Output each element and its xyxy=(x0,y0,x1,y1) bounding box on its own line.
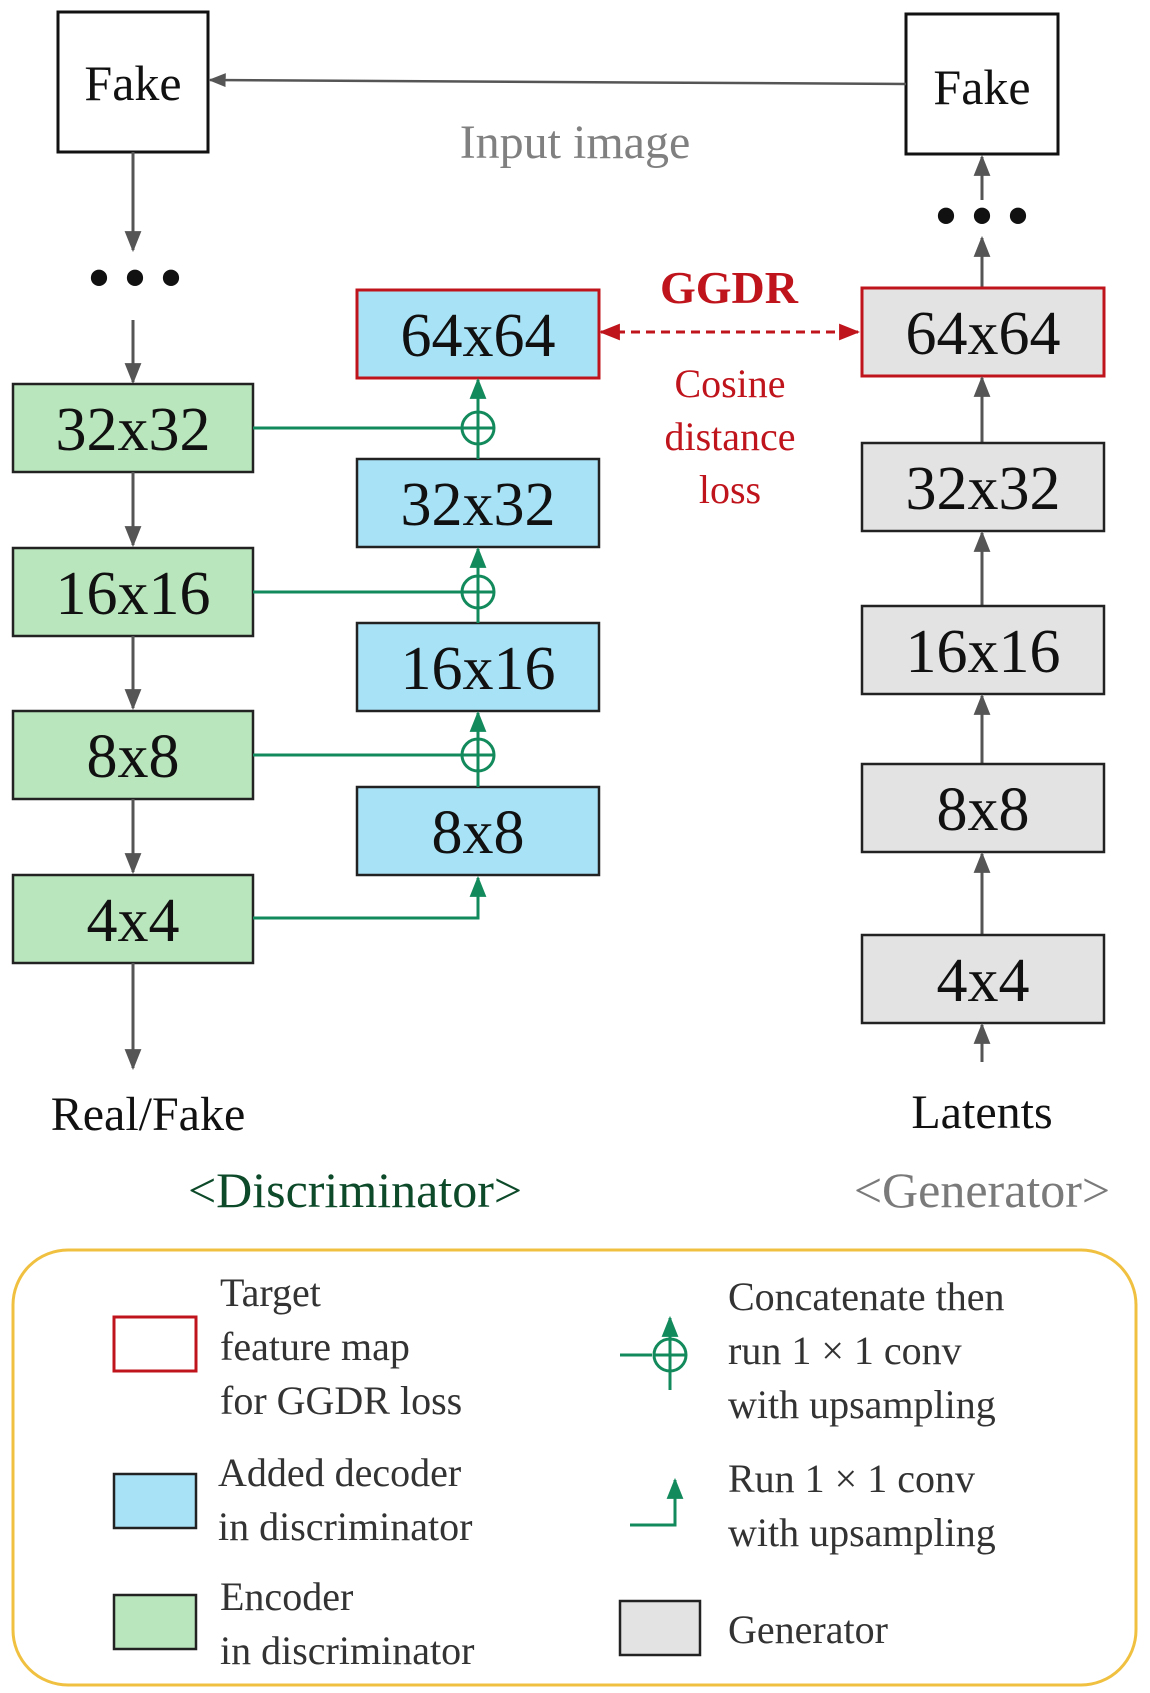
legend-generator-text: Generator xyxy=(728,1607,888,1652)
generator-block-label: 64x64 xyxy=(906,300,1061,368)
legend-decoder-swatch xyxy=(112,1472,198,1530)
legend-encoder-item: Encoder in discriminator xyxy=(112,1574,474,1673)
legend-generator-swatch xyxy=(618,1599,702,1657)
generator-output-label: Fake xyxy=(933,59,1030,115)
discriminator-output-label: Real/Fake xyxy=(51,1088,246,1141)
decoder-block-32x32: 32x32 xyxy=(355,457,601,549)
legend-target-text: feature map xyxy=(220,1324,410,1369)
ggdr-loss-line: distance xyxy=(664,414,795,459)
input-image-label: Input image xyxy=(460,116,691,169)
generator-output-box: Fake xyxy=(904,12,1060,156)
ggdr-loss-line: Cosine xyxy=(674,361,785,406)
discriminator-input-box: Fake xyxy=(56,10,210,154)
generator-title: <Generator> xyxy=(854,1162,1110,1218)
legend-concat-text: Concatenate then xyxy=(728,1274,1005,1319)
legend-panel xyxy=(11,1248,1138,1687)
legend-conv-text: with upsampling xyxy=(728,1510,996,1555)
generator-block-32x32: 32x32 xyxy=(860,441,1106,533)
concat-icon xyxy=(460,574,496,610)
legend-concat-text: with upsampling xyxy=(728,1382,996,1427)
generator-block-label: 32x32 xyxy=(906,455,1061,523)
decoder-block-label: 32x32 xyxy=(401,471,556,539)
conv-upsample-icon xyxy=(630,1477,684,1527)
generator-block-16x16: 16x16 xyxy=(860,604,1106,696)
encoder-block-4x4: 4x4 xyxy=(11,873,255,965)
decoder-block-label: 8x8 xyxy=(432,799,525,867)
encoder-block-label: 32x32 xyxy=(56,396,211,464)
legend-target-text: for GGDR loss xyxy=(220,1378,462,1423)
legend-conv-text: Run 1 × 1 conv xyxy=(728,1456,975,1501)
generator-block-64x64-target: 64x64 xyxy=(860,286,1106,378)
legend-concat-text: run 1 × 1 conv xyxy=(728,1328,962,1373)
generator-block-4x4: 4x4 xyxy=(860,933,1106,1025)
legend-concat-item: Concatenate then run 1 × 1 conv with ups… xyxy=(620,1274,1005,1427)
legend-encoder-text: in discriminator xyxy=(220,1628,474,1673)
legend-target-swatch xyxy=(112,1315,198,1373)
encoder-block-16x16: 16x16 xyxy=(11,546,255,638)
legend-encoder-text: Encoder xyxy=(220,1574,353,1619)
input-image-arrow xyxy=(208,73,907,88)
legend-decoder-text: Added decoder xyxy=(218,1450,461,1495)
legend-target-text: Target xyxy=(220,1270,321,1315)
discriminator-input-label: Fake xyxy=(84,55,181,111)
legend-generator-item: Generator xyxy=(618,1599,888,1657)
generator-block-label: 4x4 xyxy=(937,947,1030,1015)
concat-icon xyxy=(460,410,496,446)
generator-block-label: 16x16 xyxy=(906,618,1061,686)
encoder-block-label: 4x4 xyxy=(87,887,180,955)
legend-encoder-swatch xyxy=(112,1593,198,1651)
decoder-block-8x8: 8x8 xyxy=(355,785,601,877)
legend-conv-item: Run 1 × 1 conv with upsampling xyxy=(630,1456,996,1555)
encoder-block-label: 16x16 xyxy=(56,560,211,628)
decoder-block-label: 16x16 xyxy=(401,635,556,703)
discriminator-ellipsis: • • • xyxy=(88,245,181,311)
concat-icon xyxy=(460,737,496,773)
generator-input-label: Latents xyxy=(911,1086,1052,1139)
generator-block-label: 8x8 xyxy=(937,776,1030,844)
decoder-block-64x64-target: 64x64 xyxy=(355,288,601,380)
encoder-block-label: 8x8 xyxy=(87,723,180,791)
decoder-block-label: 64x64 xyxy=(401,302,556,370)
legend-decoder-text: in discriminator xyxy=(218,1504,472,1549)
generator-block-8x8: 8x8 xyxy=(860,762,1106,854)
legend-target-item: Target feature map for GGDR loss xyxy=(112,1270,462,1423)
concat-upsample-icon xyxy=(620,1315,688,1390)
discriminator-title: <Discriminator> xyxy=(188,1162,522,1218)
ggdr-loss-line: loss xyxy=(699,467,761,512)
ggdr-title: GGDR xyxy=(660,262,799,313)
encoder-block-8x8: 8x8 xyxy=(11,709,255,801)
legend-decoder-item: Added decoder in discriminator xyxy=(112,1450,472,1549)
decoder-block-16x16: 16x16 xyxy=(355,621,601,713)
encoder-block-32x32: 32x32 xyxy=(11,382,255,474)
